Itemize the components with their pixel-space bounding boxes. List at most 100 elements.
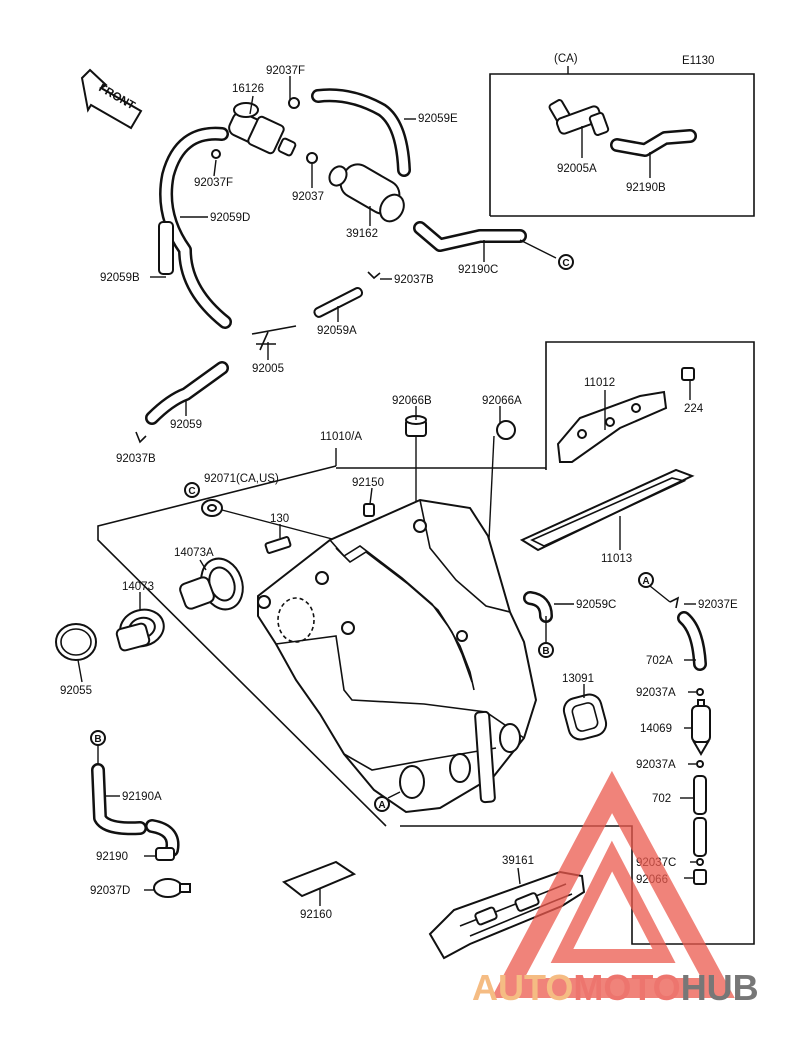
hose-92190b xyxy=(610,129,697,157)
label-92059e: 92059E xyxy=(418,113,458,125)
hose-92190a xyxy=(91,763,147,836)
filler-neck-14073a xyxy=(179,557,244,611)
elbow-92059c xyxy=(523,591,553,623)
fuel-filter-14069 xyxy=(691,699,711,756)
label-39162: 39162 xyxy=(346,228,378,240)
clip-92037f-left xyxy=(211,149,221,159)
label-92059d: 92059D xyxy=(210,212,250,224)
label-92190c: 92190C xyxy=(458,264,498,276)
hose-92190c xyxy=(413,221,527,252)
variant-box-label: (CA) xyxy=(554,53,578,65)
clip-92037e xyxy=(669,596,680,609)
clip-92037b-left xyxy=(135,431,147,444)
label-92190b: 92190B xyxy=(626,182,666,194)
label-14073: 14073 xyxy=(122,581,154,593)
ref-marker-c-left xyxy=(184,482,200,498)
clamp-92037d xyxy=(153,878,191,898)
label-13091: 13091 xyxy=(562,673,594,685)
label-92037b-top: 92037B xyxy=(394,274,434,286)
clip-92037 xyxy=(306,152,318,164)
part-224 xyxy=(681,367,695,381)
clip-92037a-lower xyxy=(696,760,704,768)
clip-92037b-top xyxy=(367,271,381,280)
label-92005: 92005 xyxy=(252,363,284,375)
clip-92037a-upper xyxy=(696,688,704,696)
label-11010a: 11010/A xyxy=(320,431,362,443)
label-130: 130 xyxy=(270,513,289,525)
oil-tank-11010a xyxy=(257,498,538,814)
ref-marker-a-tank xyxy=(374,796,390,812)
label-14073a: 14073A xyxy=(174,547,214,559)
label-92190: 92190 xyxy=(96,851,128,863)
label-92037d: 92037D xyxy=(90,885,130,897)
label-92190a: 92190A xyxy=(122,791,162,803)
watermark-moto: MOTO xyxy=(573,967,680,1008)
oring-92055 xyxy=(55,623,97,661)
hose-702a xyxy=(677,611,707,671)
ref-marker-a-right xyxy=(638,572,654,588)
hose-92190 xyxy=(145,819,180,861)
label-92037: 92037 xyxy=(292,191,324,203)
cap-14073 xyxy=(115,608,165,652)
filter-39162 xyxy=(328,163,405,223)
label-16126: 16126 xyxy=(232,83,264,95)
label-92066b: 92066B xyxy=(392,395,432,407)
diagram-code: E1130 xyxy=(682,55,714,67)
hose-92059 xyxy=(145,361,229,425)
front-arrow-icon: FRONT xyxy=(80,68,143,130)
label-92037f-top: 92037F xyxy=(266,65,305,77)
ref-marker-b-right xyxy=(538,642,554,658)
label-92066a: 92066A xyxy=(482,395,522,407)
valve-16126 xyxy=(228,102,297,157)
label-92059b: 92059B xyxy=(100,272,140,284)
label-92160: 92160 xyxy=(300,909,332,921)
ca-variant-box: (CA) 92005A 92190B xyxy=(489,53,755,217)
watermark-hub: HUB xyxy=(681,967,759,1008)
hose-702 xyxy=(693,775,707,857)
label-14069: 14069 xyxy=(640,723,672,735)
ref-marker-c-top-text: C xyxy=(562,258,569,269)
label-92150: 92150 xyxy=(352,477,384,489)
pad-13091 xyxy=(562,693,608,741)
automotohub-logo: AUTOMOTOHUB xyxy=(472,770,759,1008)
label-92037a-2: 92037A xyxy=(636,759,676,771)
clip-92037f-top xyxy=(288,97,300,109)
label-39161: 39161 xyxy=(502,855,534,867)
label-92059: 92059 xyxy=(170,419,202,431)
hose-92059e xyxy=(311,88,411,177)
label-92059a: 92059A xyxy=(317,325,357,337)
ref-marker-a-tank-text: A xyxy=(378,800,385,811)
label-92037a-1: 92037A xyxy=(636,687,676,699)
bolt-130 xyxy=(264,536,292,554)
hose-92059a xyxy=(313,287,364,318)
hose-92059d xyxy=(159,126,232,329)
watermark-auto: AUTO xyxy=(472,967,573,1008)
ref-marker-c-left-text: C xyxy=(188,486,195,497)
part-11012 xyxy=(556,390,668,463)
label-224: 224 xyxy=(684,403,704,415)
label-92037b-left: 92037B xyxy=(116,453,156,465)
cap-92066a xyxy=(496,420,516,440)
ref-marker-c-top xyxy=(558,254,574,270)
label-11012: 11012 xyxy=(584,377,615,389)
svg-text:AUTOMOTOHUB: AUTOMOTOHUB xyxy=(472,967,759,1008)
tank-bracket-line xyxy=(97,465,387,827)
fitting-92066 xyxy=(693,869,707,885)
grommet-92071 xyxy=(201,499,223,517)
ref-marker-b-left-text: B xyxy=(94,734,101,745)
label-92071: 92071(CA,US) xyxy=(204,473,279,485)
clip-92037c xyxy=(696,858,704,866)
part-92150 xyxy=(363,503,375,517)
tee-fitting-92005 xyxy=(251,325,297,351)
hose-92059b xyxy=(158,221,174,275)
label-702a: 702A xyxy=(646,655,673,667)
label-92055: 92055 xyxy=(60,685,92,697)
label-11013: 11013 xyxy=(601,553,632,565)
label-92059c: 92059C xyxy=(576,599,616,611)
tee-fitting-92005a xyxy=(548,99,610,136)
pad-92160 xyxy=(281,860,357,898)
gasket-11013 xyxy=(519,468,695,552)
label-92037e: 92037E xyxy=(698,599,738,611)
ref-marker-a-right-text: A xyxy=(642,576,649,587)
